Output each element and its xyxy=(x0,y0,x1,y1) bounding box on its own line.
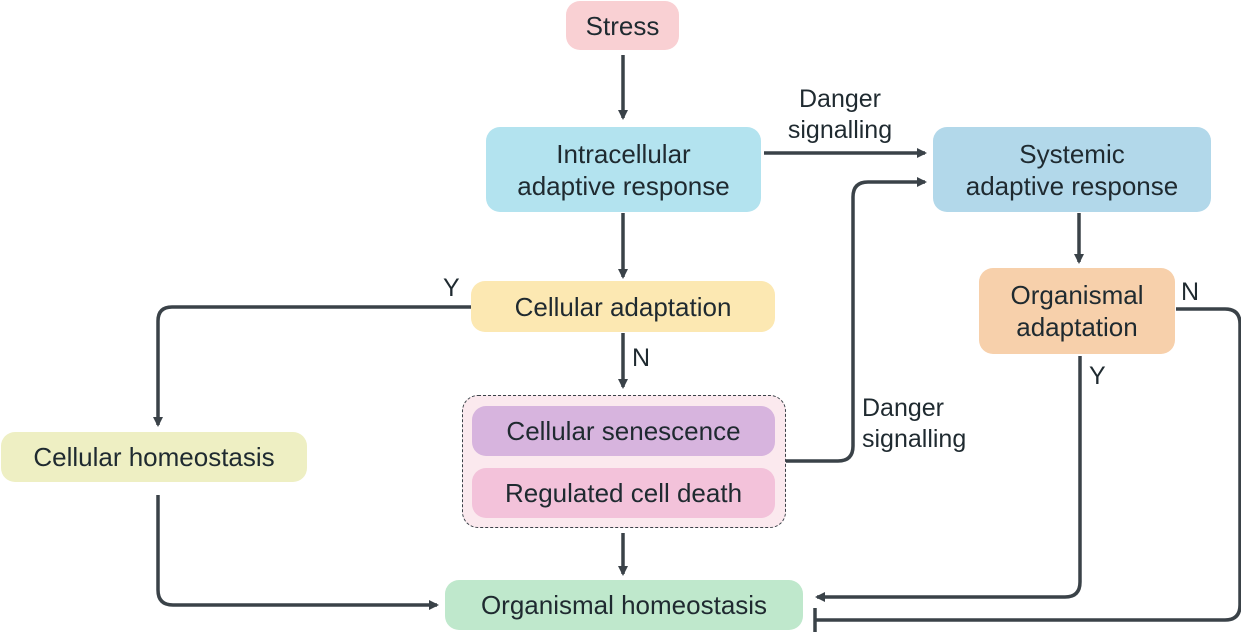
cellular-adaptation-label: Cellular adaptation xyxy=(514,291,732,322)
cellular-adaptation-yes-label: Y xyxy=(443,274,460,302)
cellular-homeostasis-label: Cellular homeostasis xyxy=(33,442,275,472)
danger-top-line2: signalling xyxy=(787,116,893,144)
organismal-adaptation-line1: Organismal xyxy=(1010,280,1144,310)
danger-signalling-top-label: Danger signalling xyxy=(770,84,910,146)
systemic-line1: Systemic xyxy=(1019,138,1125,169)
regulated-cell-death-label: Regulated cell death xyxy=(504,478,743,508)
stress-node: Stress xyxy=(566,1,679,50)
inhibit-organismal-adaptation-no xyxy=(815,307,1241,622)
cellular-senescence-node: Cellular senescence xyxy=(472,406,775,456)
organismal-adaptation-line2: adaptation xyxy=(1016,312,1138,342)
danger-mid-line1: Danger xyxy=(862,394,944,422)
organismal-homeostasis-node: Organismal homeostasis xyxy=(445,580,803,630)
cellular-senescence-label: Cellular senescence xyxy=(506,416,741,446)
cellular-adaptation-node: Cellular adaptation xyxy=(471,281,775,332)
danger-mid-line2: signalling xyxy=(862,425,967,453)
organismal-adaptation-node: Organismal adaptation xyxy=(979,268,1175,354)
cellular-adaptation-no-label: N xyxy=(632,344,651,372)
danger-top-line1: Danger xyxy=(799,85,881,113)
stress-label: Stress xyxy=(585,10,660,41)
intracellular-line2: adaptive response xyxy=(517,170,730,201)
arrow-organismal-adaptation-yes xyxy=(815,356,1082,602)
systemic-line2: adaptive response xyxy=(965,170,1179,201)
arrow-cellular-homeostasis-to-organismal xyxy=(156,495,439,610)
systemic-adaptive-response-node: Systemic adaptive response xyxy=(933,127,1211,212)
danger-signalling-mid-label: Danger signalling xyxy=(862,393,1002,455)
organismal-adaptation-no-label: N xyxy=(1181,278,1200,306)
organismal-adaptation-yes-label: Y xyxy=(1089,362,1106,390)
cellular-homeostasis-node: Cellular homeostasis xyxy=(1,432,307,482)
regulated-cell-death-node: Regulated cell death xyxy=(472,468,775,518)
organismal-homeostasis-label: Organismal homeostasis xyxy=(480,590,768,620)
arrow-senescence-to-systemic xyxy=(786,177,927,463)
intracellular-adaptive-response-node: Intracellular adaptive response xyxy=(486,127,761,212)
intracellular-line1: Intracellular xyxy=(556,138,691,169)
arrow-cellular-adaptation-yes xyxy=(153,305,471,427)
